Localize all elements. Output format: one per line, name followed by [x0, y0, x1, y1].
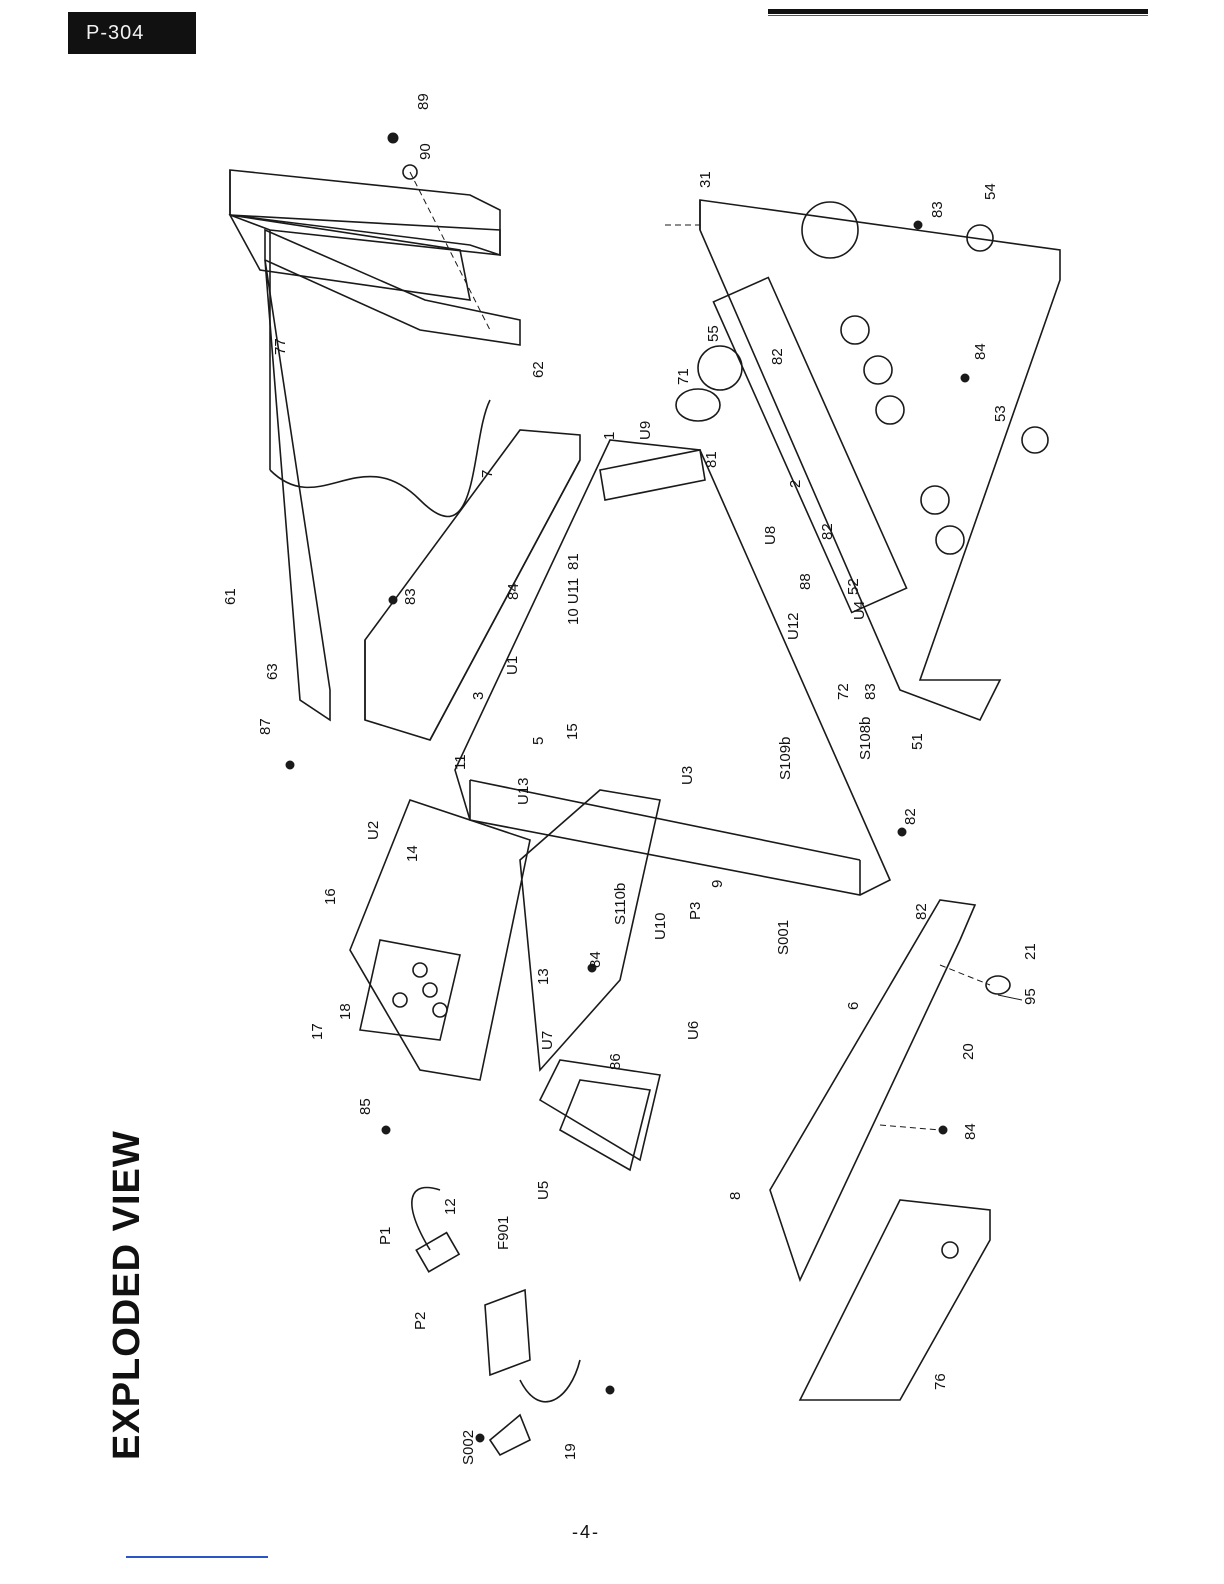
base-plate — [770, 900, 990, 1280]
callout-label: U9 — [637, 421, 654, 440]
front-panel — [700, 200, 1060, 720]
callout-label: S002 — [460, 1430, 477, 1465]
callout-label: 84 — [972, 343, 989, 360]
callout-label: 8 — [727, 1192, 744, 1200]
callout-label: 82 — [913, 903, 930, 920]
callout-label: 7 — [479, 470, 496, 478]
callout-label: 89 — [415, 93, 432, 110]
callout-label: 77 — [272, 338, 289, 355]
callout-label: 3 — [470, 692, 487, 700]
callout-label: U7 — [539, 1031, 556, 1050]
callout-label: 81 — [565, 553, 582, 570]
callout-label: U3 — [679, 766, 696, 785]
callout-label: U6 — [685, 1021, 702, 1040]
callout-label: U12 — [785, 612, 802, 640]
callout-label: 95 — [1022, 988, 1039, 1005]
callout-label: 55 — [705, 325, 722, 342]
callout-label: 53 — [992, 405, 1009, 422]
callout-label: 84 — [505, 583, 522, 600]
callout-label: 54 — [982, 183, 999, 200]
callout-label: 14 — [404, 845, 421, 862]
callout-label: U10 — [652, 912, 669, 940]
callout-label: 83 — [929, 201, 946, 218]
callout-label: 1 — [601, 432, 618, 440]
callout-label: 19 — [562, 1443, 579, 1460]
callout-label: F901 — [495, 1216, 512, 1250]
rear-board — [350, 790, 660, 1080]
callout-label: 72 — [835, 683, 852, 700]
callout-label: 20 — [960, 1043, 977, 1060]
callout-label: U4 — [851, 601, 868, 620]
callout-label: S109b — [777, 737, 794, 780]
callout-label: 84 — [587, 951, 604, 968]
callout-label: 85 — [357, 1098, 374, 1115]
callout-label: P3 — [687, 902, 704, 920]
callout-label: 10 U11 — [565, 578, 582, 625]
callout-label: 82 — [819, 523, 836, 540]
callout-label: 13 — [535, 968, 552, 985]
callout-label: P2 — [412, 1312, 429, 1330]
foot — [986, 976, 1022, 1000]
callout-label: 12 — [442, 1198, 459, 1215]
callout-label: 6 — [845, 1002, 862, 1010]
callout-label: 31 — [697, 171, 714, 188]
callout-label: 17 — [309, 1023, 326, 1040]
callout-label: 61 — [222, 588, 239, 605]
callout-label: 21 — [1022, 943, 1039, 960]
callout-label: 15 — [564, 723, 581, 740]
callout-label: 18 — [337, 1003, 354, 1020]
callout-label: 11 — [452, 754, 469, 770]
callout-label: 76 — [932, 1373, 949, 1390]
callout-label: 83 — [862, 683, 879, 700]
callout-label: 52 — [845, 578, 862, 595]
footer-rule — [126, 1556, 268, 1558]
callout-label: S108b — [857, 717, 874, 760]
callout-label: 9 — [709, 880, 726, 888]
callout-label: U2 — [365, 821, 382, 840]
callout-label: U13 — [515, 777, 532, 805]
callout-label: 2 — [787, 480, 804, 488]
callout-label: 82 — [902, 808, 919, 825]
callout-label: 82 — [769, 348, 786, 365]
callout-label: 71 — [675, 368, 692, 385]
callout-label: U1 — [504, 656, 521, 675]
callout-label: S110b — [612, 883, 629, 925]
callout-label: 88 — [797, 573, 814, 590]
callout-label: 86 — [607, 1053, 624, 1070]
callout-label: 87 — [257, 718, 274, 735]
page-number: -4- — [572, 1522, 600, 1543]
callout-label: U8 — [762, 526, 779, 545]
transformer — [540, 1060, 660, 1170]
callout-label: 5 — [530, 737, 547, 745]
callout-label: U5 — [535, 1181, 552, 1200]
callout-label: 63 — [264, 663, 281, 680]
callout-label: 51 — [909, 733, 926, 750]
callout-label: P1 — [377, 1227, 394, 1245]
callout-label: 16 — [322, 888, 339, 905]
bottom-cover — [800, 1200, 990, 1400]
callout-label: 83 — [402, 588, 419, 605]
callout-label: S001 — [775, 920, 792, 955]
callout-label: 84 — [962, 1123, 979, 1140]
callout-label: 90 — [417, 143, 434, 160]
callout-label: 62 — [530, 361, 547, 378]
callout-label: 81 — [703, 451, 720, 468]
